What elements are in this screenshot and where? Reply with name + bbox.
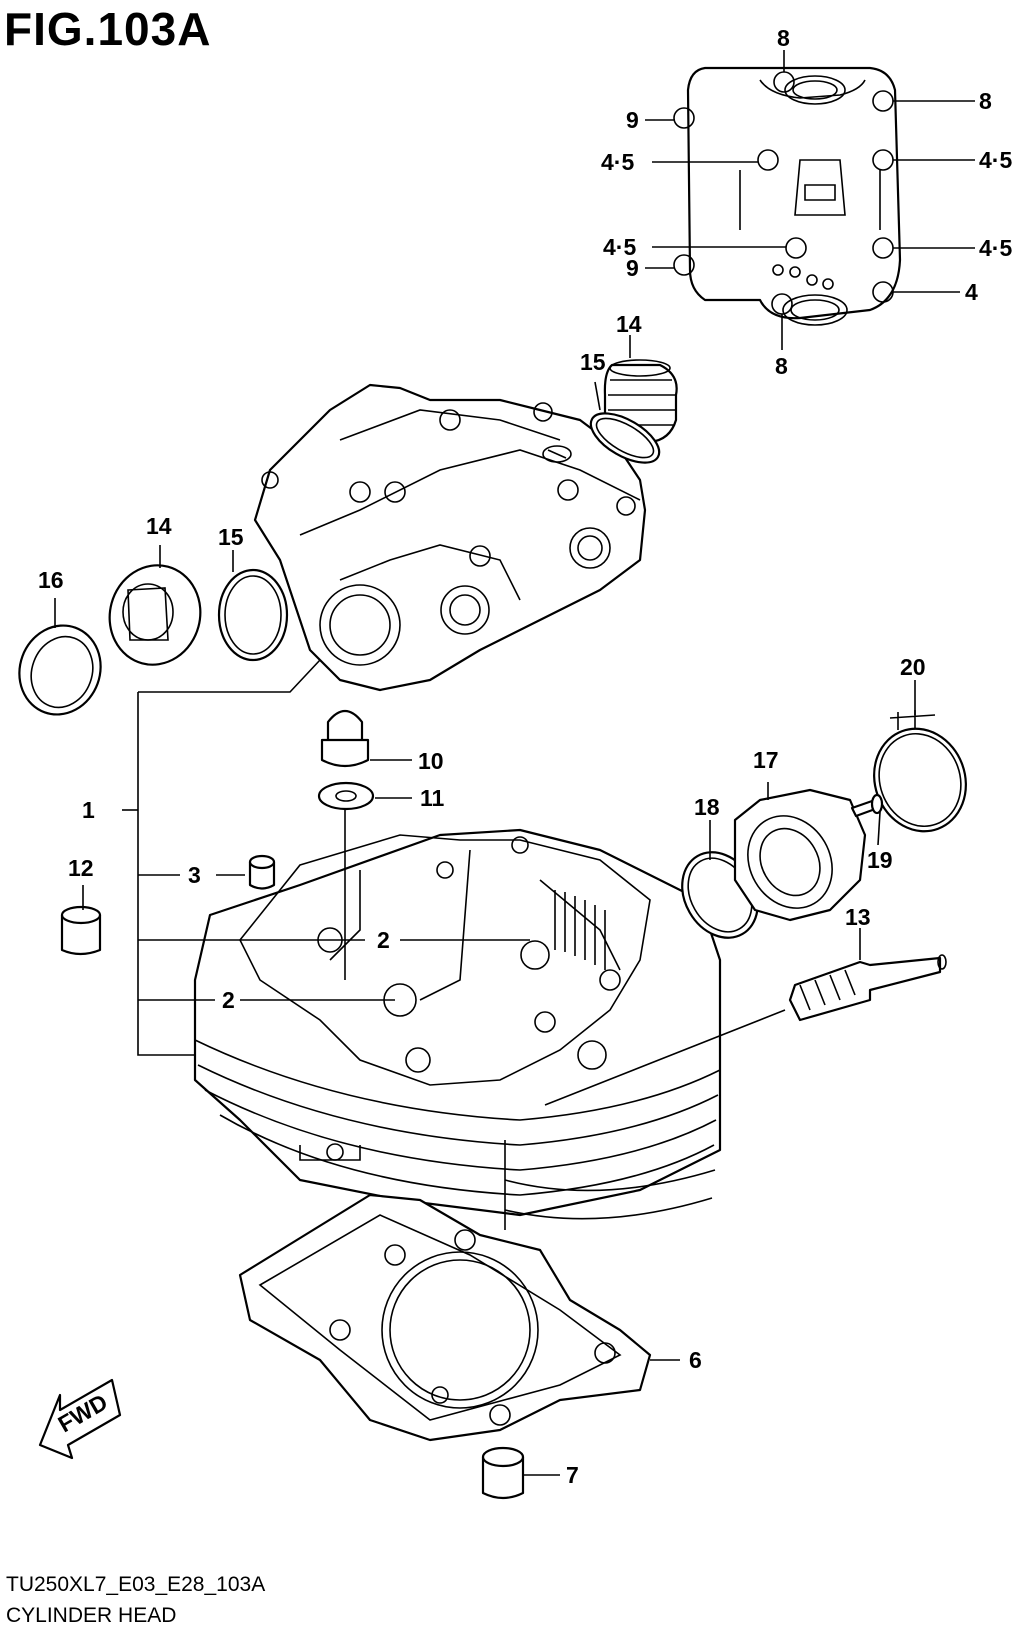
callout-11: 11 [420,785,445,811]
callout-9b: 9 [626,255,639,281]
part-15-oring-right [589,412,661,464]
callout-8b: 8 [979,88,992,114]
callout-labels: 1 2 2 3 4 4·5 4·5 4·5 4·5 6 7 8 8 8 9 9 … [38,25,1012,1488]
figure-title: FIG.103A [4,3,212,55]
callout-2a: 2 [377,927,390,953]
callout-4-5c: 4·5 [603,234,636,260]
callout-20: 20 [900,654,926,680]
cylinder-head-cover [253,383,647,692]
callout-1: 1 [82,797,95,823]
callout-18: 18 [694,794,720,820]
callout-17: 17 [753,747,779,773]
part-15-oring-left [217,568,289,662]
part-3-dowel-pin [248,854,276,890]
callout-3: 3 [188,862,201,888]
callout-8a: 8 [777,25,790,51]
part-7-dowel [481,1446,525,1500]
callout-6: 6 [689,1347,702,1373]
callout-15a: 15 [218,524,244,550]
part-20-clamp [873,710,967,833]
part-17-intake-pipe [733,788,867,922]
callout-4-5b: 4·5 [979,147,1012,173]
callout-16: 16 [38,567,64,593]
tightening-sequence-plate [673,66,902,326]
part-13-spark-plug [788,954,947,1022]
callout-19: 19 [867,847,893,873]
part-10-cap-nut [320,709,370,768]
part-12-cap [60,905,102,956]
fwd-direction-arrow: FWD [38,1378,122,1460]
part-19-screw [850,793,884,818]
part-16-seal [18,624,102,716]
cylinder-head-gasket [238,1193,652,1442]
callout-10: 10 [418,748,444,774]
callout-7: 7 [566,1462,579,1488]
part-14-cap-left [108,564,202,666]
callout-8c: 8 [775,353,788,379]
cylinder-head [193,828,722,1230]
figure-name: CYLINDER HEAD [6,1604,177,1627]
callout-13: 13 [845,904,871,930]
figure-code: TU250XL7_E03_E28_103A [6,1573,266,1596]
callout-4-5a: 4·5 [601,149,634,175]
callout-9a: 9 [626,107,639,133]
part-11-washer [317,781,375,811]
callout-12: 12 [68,855,94,881]
callout-14b: 14 [616,311,642,337]
leader-lines [54,50,975,1476]
callout-4-5d: 4·5 [979,235,1012,261]
callout-15b: 15 [580,349,606,375]
callout-14a: 14 [146,513,172,539]
callout-2b: 2 [222,987,235,1013]
callout-4: 4 [965,279,978,305]
